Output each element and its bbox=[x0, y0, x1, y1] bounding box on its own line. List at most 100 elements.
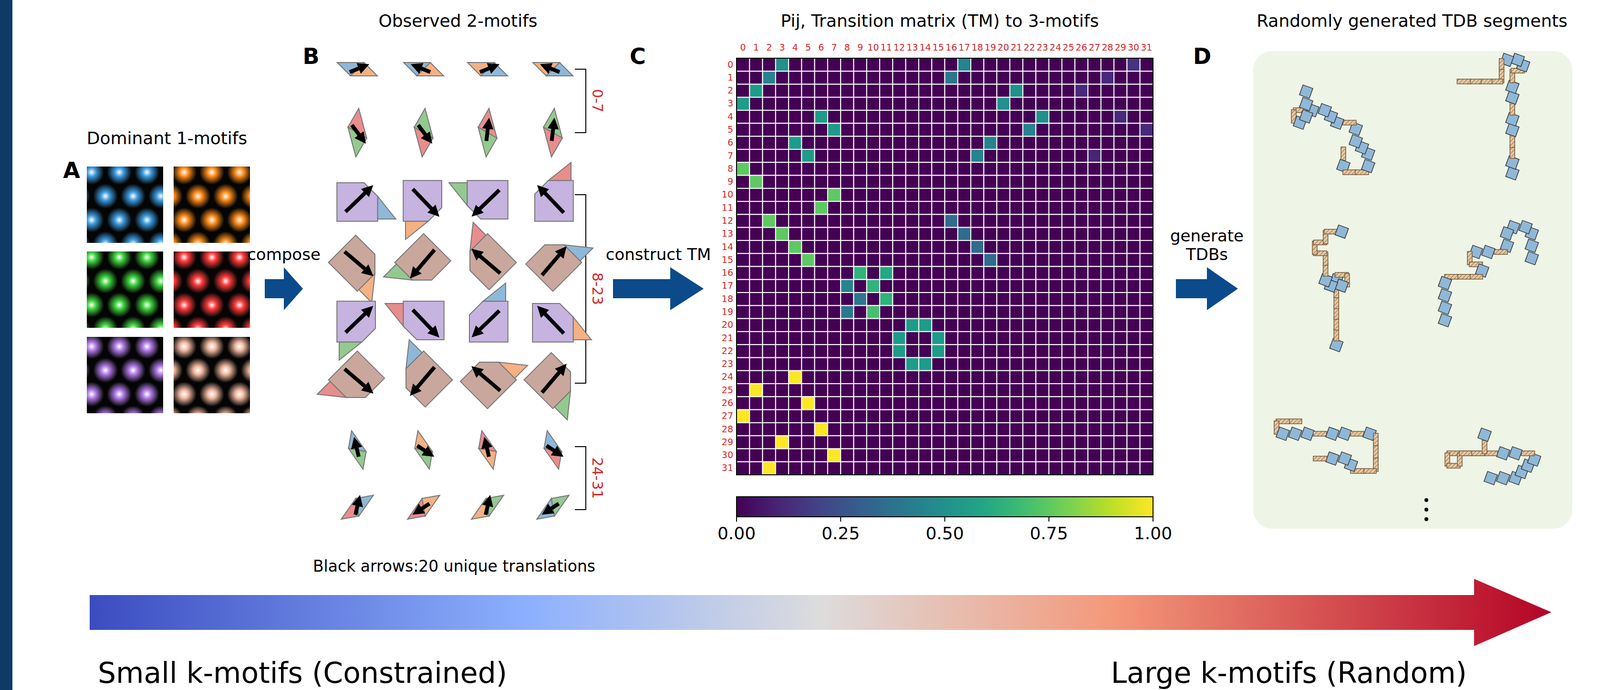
figure-part bbox=[749, 214, 763, 228]
figure-part bbox=[1009, 240, 1023, 254]
figure-part bbox=[905, 253, 919, 267]
figure-part bbox=[1009, 136, 1023, 150]
figure-part bbox=[957, 305, 971, 319]
figure-part bbox=[1009, 84, 1023, 98]
figure-part bbox=[1113, 110, 1127, 124]
axis-number: 27 bbox=[721, 410, 734, 422]
figure-part bbox=[173, 166, 197, 185]
figure-part bbox=[185, 357, 211, 383]
figure-part bbox=[120, 405, 146, 414]
figure-part bbox=[918, 71, 932, 84]
figure-part bbox=[957, 422, 971, 436]
figure-part bbox=[814, 110, 828, 124]
figure-part bbox=[762, 279, 776, 293]
figure-part bbox=[879, 201, 893, 215]
figure-part bbox=[1126, 318, 1140, 332]
figure-part bbox=[892, 240, 906, 254]
figure-part bbox=[827, 357, 841, 371]
figure-part bbox=[749, 279, 763, 293]
figure-part bbox=[1022, 149, 1036, 163]
figure-part bbox=[1126, 214, 1140, 228]
figure-part bbox=[1088, 97, 1102, 111]
figure-part bbox=[775, 253, 789, 267]
figure-part bbox=[344, 368, 369, 390]
figure-part bbox=[749, 201, 763, 215]
figure-part bbox=[957, 370, 971, 384]
figure-part bbox=[997, 318, 1010, 332]
figure-part bbox=[1061, 136, 1075, 150]
figure-part bbox=[1061, 84, 1075, 98]
figure-part bbox=[762, 136, 776, 150]
figure-part bbox=[486, 123, 489, 141]
figure-part bbox=[1088, 331, 1102, 345]
figure-part bbox=[336, 182, 378, 222]
figure-part bbox=[970, 383, 984, 397]
axis-number: 11 bbox=[880, 42, 893, 53]
figure-part bbox=[173, 336, 197, 359]
figure-part bbox=[1424, 517, 1429, 521]
figure-part bbox=[892, 448, 906, 462]
figure-part bbox=[358, 273, 375, 303]
figure-part bbox=[355, 500, 359, 515]
figure-part bbox=[120, 183, 146, 209]
figure-part bbox=[775, 149, 789, 163]
figure-part bbox=[1061, 110, 1075, 124]
figure-part bbox=[1022, 357, 1036, 371]
figure-part bbox=[801, 409, 815, 423]
axis-number: 23 bbox=[721, 358, 734, 370]
figure-part bbox=[997, 84, 1010, 98]
figure-part bbox=[762, 318, 776, 332]
axis-number: 26 bbox=[721, 397, 734, 409]
axis-number: 30 bbox=[721, 449, 734, 461]
figure-part bbox=[1494, 249, 1508, 255]
panel-ground bbox=[1253, 51, 1573, 529]
figure-part bbox=[957, 123, 971, 136]
figure-part bbox=[931, 448, 945, 462]
motif-pair bbox=[384, 301, 445, 340]
figure-part bbox=[983, 383, 997, 397]
figure-part bbox=[801, 227, 815, 241]
figure-part bbox=[801, 253, 815, 267]
motif-pair bbox=[403, 180, 442, 240]
figure-part bbox=[1061, 292, 1075, 306]
figure-part bbox=[775, 266, 789, 280]
figure-part bbox=[866, 84, 880, 98]
figure-part bbox=[1074, 123, 1088, 136]
figure-part bbox=[736, 279, 750, 293]
figure-part bbox=[554, 391, 571, 420]
figure-part bbox=[1061, 357, 1075, 371]
figure-part bbox=[814, 175, 828, 189]
figure-part bbox=[892, 383, 906, 397]
figure-part bbox=[762, 162, 776, 176]
figure-part bbox=[983, 253, 997, 267]
figure-part bbox=[1113, 162, 1127, 176]
figure-part bbox=[1126, 383, 1140, 397]
figure-part bbox=[931, 318, 945, 332]
figure-part bbox=[918, 370, 932, 384]
motif-pair bbox=[525, 244, 593, 291]
figure-part bbox=[1074, 383, 1088, 397]
figure-part bbox=[148, 357, 164, 383]
figure-part bbox=[1009, 227, 1023, 241]
tdb-segment bbox=[1274, 418, 1379, 474]
ellipsis-dots bbox=[1424, 498, 1429, 521]
figure-part bbox=[918, 331, 932, 345]
figure-part bbox=[879, 344, 893, 358]
panel: Dominant 1-motifs bbox=[69, 127, 265, 416]
figure-part bbox=[840, 214, 854, 228]
figure-part bbox=[173, 292, 197, 318]
figure-part bbox=[970, 305, 984, 319]
figure-part bbox=[997, 58, 1010, 72]
figure-part bbox=[1035, 292, 1049, 306]
figure-part bbox=[801, 331, 815, 345]
figure-part bbox=[173, 207, 197, 233]
figure-part bbox=[1022, 253, 1036, 267]
figure-part bbox=[801, 84, 815, 98]
figure-part bbox=[918, 84, 932, 98]
figure-part bbox=[853, 136, 867, 150]
figure-part bbox=[106, 336, 132, 359]
figure-part bbox=[866, 292, 880, 306]
figure-part bbox=[1140, 409, 1154, 423]
figure-part bbox=[775, 435, 789, 449]
figure-part bbox=[905, 318, 919, 332]
